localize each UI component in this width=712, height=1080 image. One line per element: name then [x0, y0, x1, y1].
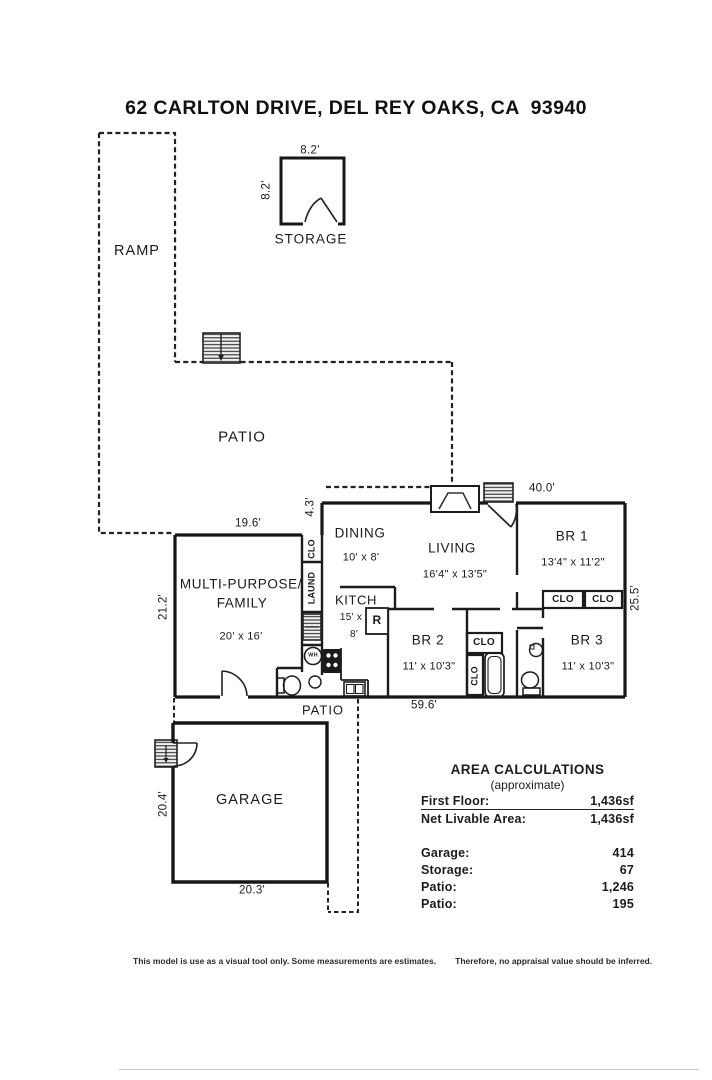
house-bottom-dim: 59.6' — [410, 699, 438, 712]
br1-closet-left-label: CLO — [552, 594, 574, 605]
table-row: Patio: 1,246 — [421, 878, 634, 895]
disclaimer-right: Therefore, no appraisal value should be … — [455, 956, 653, 966]
kitchen-sink-icon — [340, 648, 369, 697]
hall-closet — [465, 631, 504, 655]
br1-closet-left — [541, 589, 585, 610]
row-value: 195 — [612, 896, 634, 911]
page-title: 62 CARLTON DRIVE, DEL REY OAKS, CA 93940 — [125, 97, 587, 119]
dining-dims: 10' x 8' — [342, 551, 380, 564]
house-outer-walls — [173, 501, 627, 699]
storage-walls — [279, 156, 346, 226]
table-row: Patio: 195 — [421, 895, 634, 912]
entry-stairs-icon — [483, 482, 514, 503]
house-right-dim: 25.5' — [629, 584, 642, 612]
garage-left-dim: 20.4' — [157, 790, 170, 818]
row-value: 1,436sf — [590, 811, 634, 826]
br1-dims: 13'4" x 11'2" — [541, 556, 605, 569]
washer-dryer-icon — [302, 613, 322, 641]
row-label: Storage: — [421, 862, 474, 877]
family-label-line1: MULTI-PURPOSE/ — [179, 576, 303, 592]
area-calculations-table: AREA CALCULATIONS (approximate) First Fl… — [421, 762, 634, 912]
family-bath-toilet-icon — [276, 675, 302, 696]
storage-width-dim: 8.2' — [300, 144, 320, 157]
living-dims: 16'4" x 13'5" — [422, 568, 488, 581]
family-closet-label: CLO — [306, 539, 317, 559]
disclaimer-left: This model is use as a visual tool only.… — [133, 956, 437, 966]
laundry-label: LAUND — [306, 571, 317, 605]
row-label: First Floor: — [421, 793, 490, 808]
br1-label: BR 1 — [555, 528, 589, 544]
br1-closet-right — [583, 589, 624, 610]
br3-dims: 11' x 10'3" — [561, 660, 615, 673]
table-row: First Floor: 1,436sf — [421, 792, 634, 810]
lower-patio-dashed-outline — [173, 698, 359, 913]
row-value: 1,246 — [601, 879, 634, 894]
br2-closet-label: CLO — [469, 666, 480, 686]
dining-label: DINING — [334, 525, 386, 541]
storage-height-dim: 8.2' — [260, 180, 273, 200]
disclaimer: This model is use as a visual tool only.… — [133, 956, 652, 966]
garage-bottom-dim: 20.3' — [238, 884, 266, 897]
row-label: Garage: — [421, 845, 470, 860]
ramp-label: RAMP — [114, 242, 160, 259]
area-table-subtitle: (approximate) — [490, 778, 565, 792]
garage-walls — [171, 721, 329, 884]
water-heater-label: WH — [308, 652, 318, 659]
family-bath-sink-icon — [308, 675, 322, 689]
table-row: Net Livable Area: 1,436sf — [421, 810, 634, 827]
hall-bath-sink-icon — [528, 642, 544, 658]
patio-stairs-icon — [202, 332, 241, 364]
family-label-line2: FAMILY — [216, 595, 268, 611]
row-value: 67 — [619, 862, 634, 877]
br2-closet — [465, 653, 485, 697]
living-label: LIVING — [428, 540, 476, 556]
garage-door-arc — [173, 742, 198, 767]
row-value: 414 — [612, 845, 634, 860]
storage-door-arc — [304, 197, 338, 223]
row-label: Patio: — [421, 896, 457, 911]
bathtub-icon — [484, 652, 505, 698]
storage-label: STORAGE — [274, 231, 348, 247]
area-table-title: AREA CALCULATIONS — [450, 762, 605, 777]
ramp-patio-dashed-outline — [97, 131, 454, 535]
hall-closet-label: CLO — [473, 637, 495, 648]
row-value: 1,436sf — [590, 793, 634, 808]
family-left-dim: 21.2' — [157, 593, 170, 621]
refrigerator-label: R — [372, 613, 382, 627]
entry-jog-dim: 4.3' — [304, 497, 317, 517]
br3-label: BR 3 — [570, 632, 604, 648]
stove-icon — [323, 649, 341, 673]
fireplace-icon — [430, 485, 480, 513]
water-heater-icon — [303, 646, 323, 666]
kitchen-dims-line1: 15' x — [339, 612, 363, 623]
kitchen-label: KITCH — [335, 592, 377, 608]
hall-bath-toilet-icon — [520, 671, 541, 696]
family-top-dim: 19.6' — [234, 517, 262, 530]
patio-upper-label: PATIO — [218, 428, 266, 446]
garage-label: GARAGE — [215, 791, 285, 808]
scan-artifact-line — [119, 1069, 699, 1070]
family-dims: 20' x 16' — [219, 630, 263, 643]
table-row: Storage: 67 — [421, 861, 634, 878]
row-label: Patio: — [421, 879, 457, 894]
kitchen-dims-line2: 8' — [349, 629, 359, 640]
house-top-dim: 40.0' — [528, 482, 556, 495]
entry-door-arc — [487, 503, 518, 528]
row-label: Net Livable Area: — [421, 811, 527, 826]
patio-lower-label: PATIO — [301, 702, 345, 718]
br2-dims: 11' x 10'3" — [402, 660, 456, 673]
br1-closet-right-label: CLO — [592, 594, 614, 605]
refrigerator-box — [365, 607, 389, 635]
garage-stairs-icon — [154, 739, 178, 768]
family-door-arc — [221, 670, 248, 697]
table-row: Garage: 414 — [421, 844, 634, 861]
br2-label: BR 2 — [411, 632, 445, 648]
